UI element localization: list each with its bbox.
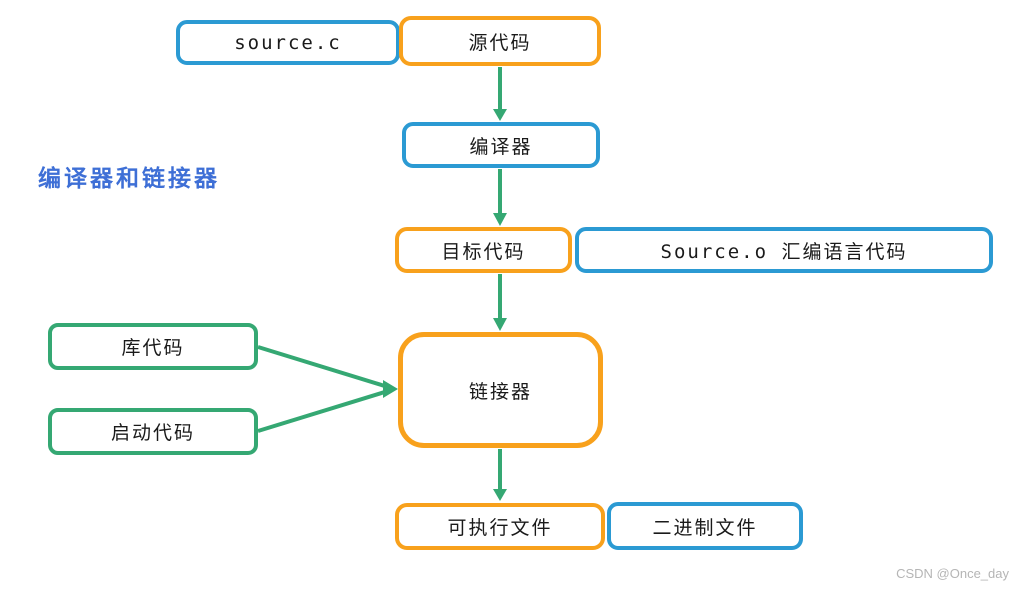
arrow-source-code-to-compiler-arrowhead [493,109,507,121]
node-source-c: source.c [176,20,400,65]
node-library-code: 库代码 [48,323,258,370]
diagram-title: 编译器和链接器 [38,166,220,192]
node-compiler: 编译器 [402,122,600,168]
arrow-startup-code-to-linker [257,389,389,433]
node-linker: 链接器 [398,332,603,448]
node-executable: 可执行文件 [395,503,605,550]
node-binary-file: 二进制文件 [607,502,803,550]
arrow-merge-to-linker-arrowhead [383,380,398,398]
node-object-code: 目标代码 [395,227,572,273]
arrow-library-code-to-linker [257,345,389,389]
arrow-linker-to-executable-arrowhead [493,489,507,501]
node-source-o: Source.o 汇编语言代码 [575,227,993,273]
arrow-object-code-to-linker-arrowhead [493,318,507,331]
node-startup-code: 启动代码 [48,408,258,455]
arrow-compiler-to-object-code-arrowhead [493,213,507,226]
node-source-code: 源代码 [399,16,601,66]
watermark: CSDN @Once_day [896,566,1009,581]
